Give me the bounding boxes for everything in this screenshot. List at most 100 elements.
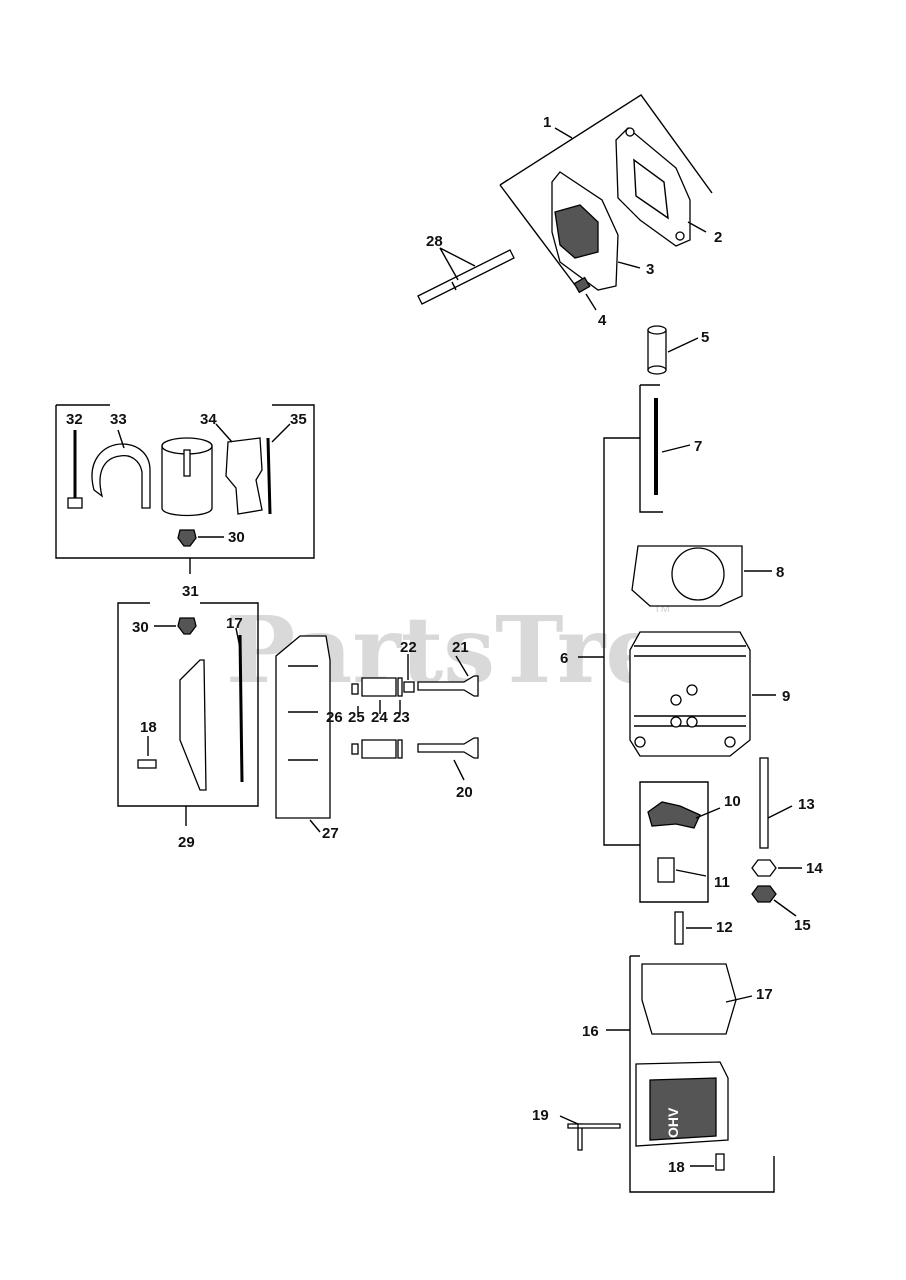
baffle-kit-29 bbox=[117, 602, 259, 826]
leader-34 bbox=[215, 423, 233, 443]
callout-33: 33 bbox=[110, 411, 127, 428]
leader-10 bbox=[695, 807, 721, 819]
gasket-17a bbox=[238, 634, 244, 783]
callout-10: 10 bbox=[724, 793, 741, 810]
leader-4 bbox=[585, 293, 597, 311]
callout-17a: 17 bbox=[226, 615, 243, 632]
leader-7 bbox=[661, 444, 691, 453]
retainer-upper bbox=[397, 677, 403, 697]
leader-1 bbox=[554, 127, 573, 139]
breather-kit-group bbox=[499, 94, 713, 311]
valve-train bbox=[275, 635, 479, 833]
keeper-lower bbox=[351, 743, 359, 755]
callout-8: 8 bbox=[776, 564, 784, 581]
callout-13: 13 bbox=[798, 796, 815, 813]
callout-28: 28 bbox=[426, 233, 443, 250]
grommet-30b bbox=[177, 617, 197, 635]
callout-20: 20 bbox=[456, 784, 473, 801]
leader-3 bbox=[617, 261, 641, 269]
leader-33 bbox=[117, 429, 125, 449]
callout-7: 7 bbox=[694, 438, 702, 455]
callout-19: 19 bbox=[532, 1107, 549, 1124]
leader-13 bbox=[767, 805, 793, 819]
valve-cover-gasket bbox=[641, 963, 737, 1035]
callout-23: 23 bbox=[393, 709, 410, 726]
leader-35 bbox=[271, 423, 291, 443]
lifter-bottom bbox=[647, 365, 667, 375]
intake-valve-21 bbox=[417, 675, 479, 697]
rocker-arm bbox=[647, 801, 701, 829]
head-gasket-8 bbox=[631, 545, 772, 607]
head-bolt-hole bbox=[634, 736, 646, 748]
air-box-kit-31 bbox=[55, 404, 315, 574]
breather-valve-body bbox=[554, 204, 599, 259]
head-bolt-hole bbox=[686, 716, 698, 728]
leader-27 bbox=[309, 819, 321, 833]
kit-bracket-1-side bbox=[499, 184, 576, 286]
rocker-arm-kit bbox=[639, 781, 721, 903]
callout-27: 27 bbox=[322, 825, 339, 842]
kit-bracket-1 bbox=[499, 94, 713, 194]
callout-16: 16 bbox=[582, 1023, 599, 1040]
gasket-hole bbox=[625, 127, 635, 137]
valve-lifter-5 bbox=[647, 325, 699, 375]
head-bolt-hole bbox=[670, 694, 682, 706]
head-side-27 bbox=[275, 635, 331, 819]
pushrod-joint bbox=[451, 281, 457, 291]
valve-spring-lower bbox=[361, 739, 397, 759]
screw-12 bbox=[674, 911, 712, 945]
callout-3: 3 bbox=[646, 261, 654, 278]
gasket-bore bbox=[671, 547, 725, 601]
exhaust-valve-20 bbox=[417, 737, 479, 759]
leader-28a bbox=[439, 247, 459, 281]
grommet-30a bbox=[177, 529, 197, 547]
breather-tube bbox=[577, 1123, 621, 1129]
callout-32: 32 bbox=[66, 411, 83, 428]
lifter bbox=[647, 329, 667, 371]
rocker-pivot bbox=[657, 857, 675, 883]
box-10-11 bbox=[639, 781, 709, 903]
callout-15: 15 bbox=[794, 917, 811, 934]
box-16 bbox=[629, 956, 775, 1193]
baffle-plate bbox=[179, 659, 207, 791]
callout-5: 5 bbox=[701, 329, 709, 346]
breather-gasket bbox=[615, 127, 691, 247]
gasket-hole bbox=[675, 231, 685, 241]
callout-30a: 30 bbox=[228, 529, 245, 546]
callout-labels: 1 2 3 4 5 6 7 8 9 10 11 12 13 14 15 16 1… bbox=[66, 114, 823, 1176]
box-29 bbox=[117, 602, 259, 807]
callout-18b: 18 bbox=[668, 1159, 685, 1176]
callout-6: 6 bbox=[560, 650, 568, 667]
callout-2: 2 bbox=[714, 229, 722, 246]
leader-19 bbox=[559, 1115, 579, 1125]
bracket-34 bbox=[225, 437, 263, 515]
leader-21 bbox=[455, 655, 469, 677]
box-31 bbox=[55, 404, 315, 559]
callout-14: 14 bbox=[806, 860, 823, 877]
box-7-left bbox=[639, 385, 663, 513]
callout-12: 12 bbox=[716, 919, 733, 936]
valve-cover-top bbox=[649, 1077, 717, 1141]
callout-29: 29 bbox=[178, 834, 195, 851]
callout-4: 4 bbox=[598, 312, 607, 329]
callout-34: 34 bbox=[200, 411, 217, 428]
callout-24: 24 bbox=[371, 709, 388, 726]
kit-bracket-6 bbox=[603, 437, 640, 846]
screw bbox=[674, 911, 684, 945]
leader-5 bbox=[667, 337, 699, 353]
head-bolt-hole bbox=[686, 684, 698, 696]
stud-and-nuts bbox=[751, 757, 802, 917]
cylinder-head-9 bbox=[629, 631, 776, 757]
callout-21: 21 bbox=[452, 639, 469, 656]
head-stud bbox=[759, 757, 769, 849]
keeper-upper bbox=[351, 683, 359, 695]
callout-1: 1 bbox=[543, 114, 551, 131]
leader-28b bbox=[439, 247, 476, 267]
leader-15 bbox=[773, 899, 797, 917]
callout-22: 22 bbox=[400, 639, 417, 656]
valve-cover-screw bbox=[715, 1153, 725, 1171]
screw-18a bbox=[137, 759, 157, 769]
head-bolt-hole bbox=[724, 736, 736, 748]
callout-35: 35 bbox=[290, 411, 307, 428]
